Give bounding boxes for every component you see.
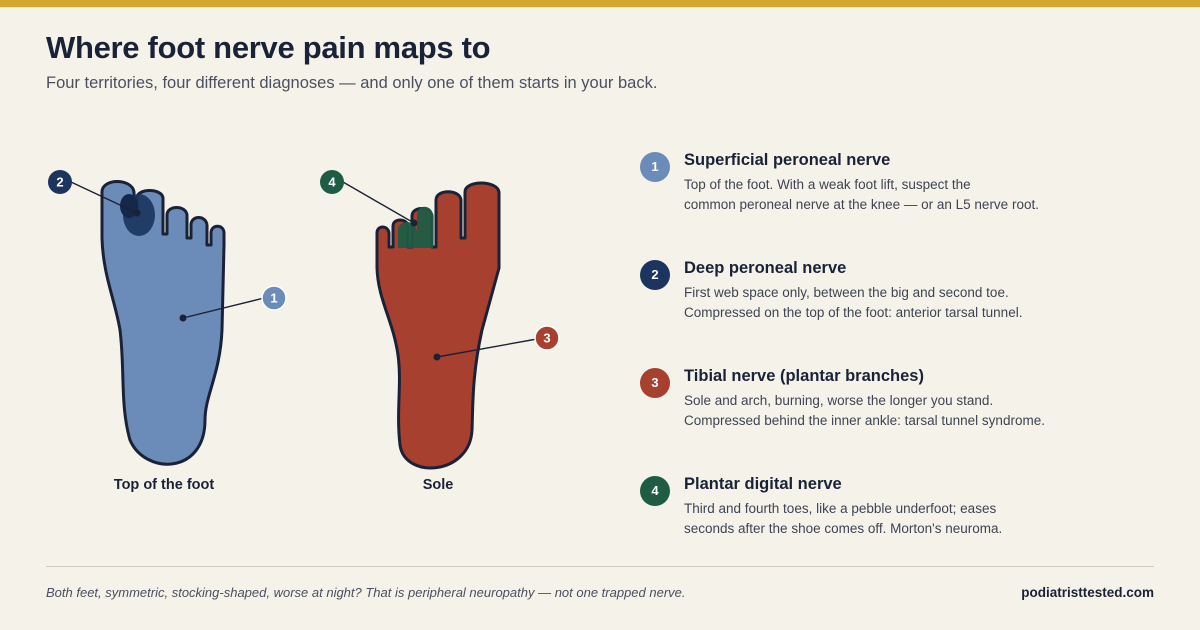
callout-dot-1: [179, 314, 187, 322]
legend-desc-2: First web space only, between the big an…: [684, 283, 1154, 323]
legend-desc-4: Third and fourth toes, like a pebble und…: [684, 499, 1154, 539]
legend-desc-1: Top of the foot. With a weak foot lift, …: [684, 175, 1154, 215]
legend-badge-3: 3: [640, 368, 670, 398]
callout-badge-2: [48, 170, 72, 194]
legend-badge-1: 1: [640, 152, 670, 182]
callout-dot-3: [433, 353, 441, 361]
plantar-digital-zone: [398, 206, 433, 248]
footer-divider: [46, 566, 1154, 567]
top-foot-figure: 2 1 Top of the foot: [48, 170, 287, 493]
top-foot-label: Top of the foot: [114, 477, 215, 493]
sole-foot-outline: [375, 181, 501, 470]
legend-title-3: Tibial nerve (plantar branches): [684, 367, 924, 385]
callout-line-4: [342, 181, 415, 224]
legend-desc-3-line-2: Compressed behind the inner ankle: tarsa…: [684, 413, 1045, 428]
page-title: Where foot nerve pain maps to: [46, 30, 491, 65]
callout-badge-4: [320, 170, 344, 194]
callout-badge-1: [261, 285, 287, 311]
footer-note: Both feet, symmetric, stocking-shaped, w…: [46, 585, 686, 600]
legend-badge-2: 2: [640, 260, 670, 290]
callout-badge-1-label: 1: [270, 291, 277, 306]
callout-badge-3: [534, 325, 560, 351]
callout-line-2: [70, 181, 138, 214]
callout-line-1: [182, 297, 265, 319]
brand-link[interactable]: podiatristtested.com: [1021, 585, 1154, 600]
callout-badge-3-label: 3: [543, 331, 550, 346]
page-subtitle: Four territories, four different diagnos…: [46, 74, 658, 92]
legend-desc-1-line-2: common peroneal nerve at the knee — or a…: [684, 197, 1039, 212]
legend-badge-4: 4: [640, 476, 670, 506]
legend-desc-4-line-1: Third and fourth toes, like a pebble und…: [684, 501, 997, 516]
callout-dot-2: [133, 209, 141, 217]
legend-desc-3: Sole and arch, burning, worse the longer…: [684, 391, 1154, 431]
accent-bar: [0, 0, 1200, 7]
legend-desc-2-line-1: First web space only, between the big an…: [684, 285, 1009, 300]
legend-title-1: Superficial peroneal nerve: [684, 151, 891, 169]
foot-diagrams: 2 1 Top of the foot 4 3 Sole: [48, 170, 560, 493]
legend-desc-4-line-2: seconds after the shoe comes off. Morton…: [684, 521, 1003, 536]
legend-title-4: Plantar digital nerve: [684, 475, 842, 493]
legend-desc-3-line-1: Sole and arch, burning, worse the longer…: [684, 393, 994, 408]
callout-dot-4: [410, 219, 418, 227]
sole-foot-figure: 4 3 Sole: [320, 170, 560, 493]
callout-line-3: [436, 338, 538, 358]
sole-foot-label: Sole: [423, 477, 454, 493]
callout-badge-2-label: 2: [56, 175, 63, 190]
legend-title-2: Deep peroneal nerve: [684, 259, 847, 277]
legend-desc-2-line-2: Compressed on the top of the foot: anter…: [684, 305, 1023, 320]
top-foot-outline: [100, 180, 226, 466]
legend-desc-1-line-1: Top of the foot. With a weak foot lift, …: [684, 177, 971, 192]
callout-badge-4-label: 4: [328, 175, 336, 190]
